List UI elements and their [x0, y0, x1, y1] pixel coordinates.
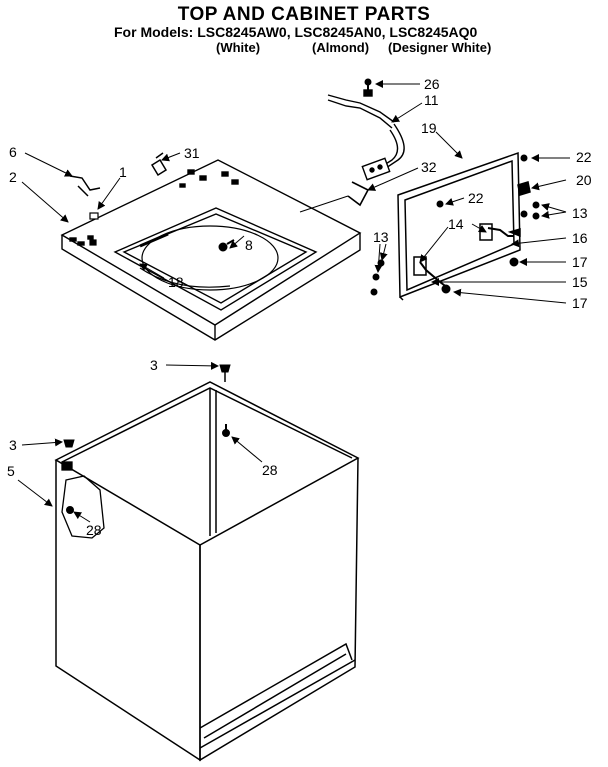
lid-switch-harness — [327, 89, 405, 181]
clip-3 — [63, 364, 231, 448]
callout-18: 18 — [168, 274, 184, 290]
callout-3a: 3 — [150, 357, 158, 373]
callout-3b: 3 — [9, 437, 17, 453]
callout-19: 19 — [421, 120, 437, 136]
callout-26: 26 — [424, 76, 440, 92]
callout-17a: 17 — [572, 254, 588, 270]
callout-28a: 28 — [262, 462, 278, 478]
leader-lines — [17, 80, 570, 523]
callout-16: 16 — [572, 230, 588, 246]
top-panel — [60, 159, 362, 341]
variant-white: (White) — [216, 40, 261, 55]
screw-28 — [66, 424, 230, 514]
callout-13a: 13 — [572, 205, 588, 221]
callout-1: 1 — [119, 164, 127, 180]
cabinet-access-patch — [61, 461, 105, 539]
part-6-hinge — [69, 175, 101, 197]
part-1-clip — [89, 212, 99, 246]
model-numbers: For Models: LSC8245AW0, LSC8245AN0, LSC8… — [114, 24, 478, 40]
callout-20: 20 — [576, 172, 592, 188]
lid-assembly — [397, 151, 531, 301]
variant-designer-white: (Designer White) — [388, 40, 492, 55]
callout-11: 11 — [424, 92, 439, 108]
callout-13b: 13 — [373, 229, 389, 245]
callout-31: 31 — [184, 145, 200, 161]
callout-32: 32 — [421, 159, 437, 175]
callout-15: 15 — [572, 274, 588, 290]
part-31-bracket — [150, 152, 168, 177]
callout-14: 14 — [448, 216, 464, 232]
callout-28b: 28 — [86, 522, 102, 538]
hardware-screws — [364, 78, 540, 296]
callout-2: 2 — [9, 169, 17, 185]
callout-17b: 17 — [572, 295, 588, 311]
page-title: TOP AND CABINET PARTS — [177, 4, 431, 25]
callout-22b: 22 — [468, 190, 484, 206]
callout-8: 8 — [245, 237, 253, 253]
part-32-actuator — [299, 181, 370, 213]
cabinet — [54, 381, 360, 762]
callout-22a: 22 — [576, 149, 592, 165]
variant-almond: (Almond) — [312, 40, 370, 55]
callout-6: 6 — [9, 144, 17, 160]
callout-5: 5 — [7, 463, 15, 479]
